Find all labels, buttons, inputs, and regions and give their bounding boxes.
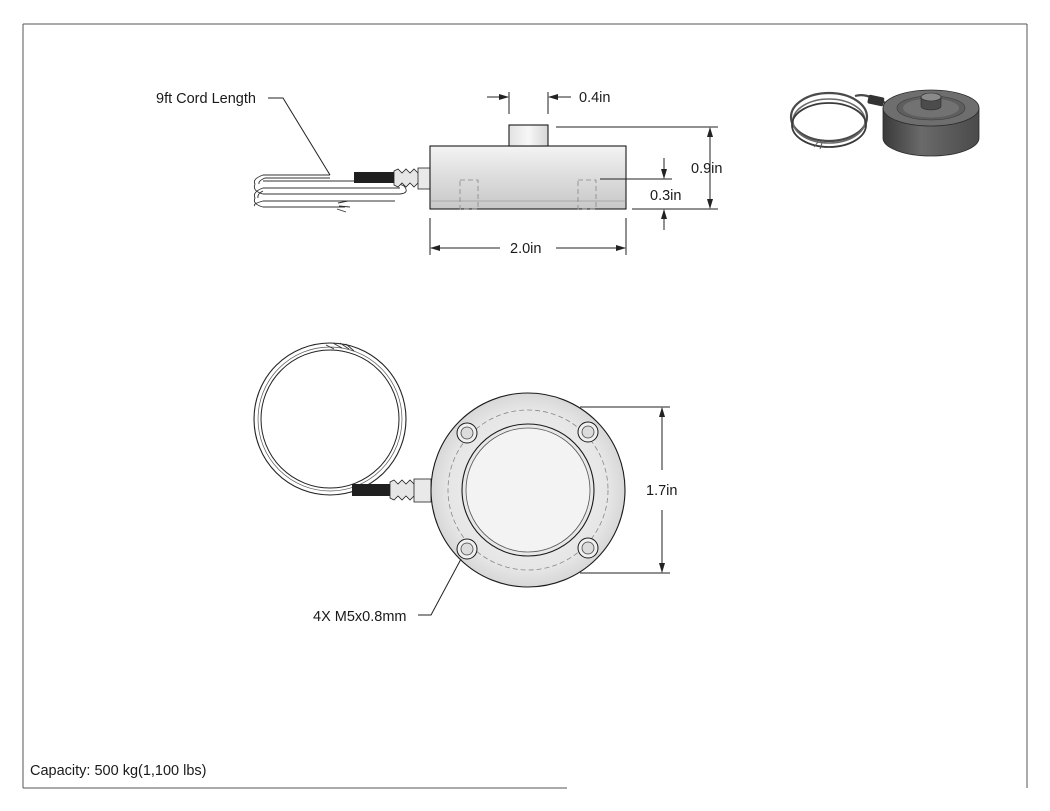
side-diameter-label: 2.0in xyxy=(510,241,541,257)
cable-connector-top xyxy=(352,478,432,503)
load-pin xyxy=(508,124,549,147)
cable-loop-top xyxy=(253,342,407,496)
cable-connector-side xyxy=(354,167,431,190)
pin-width-label: 0.4in xyxy=(579,90,610,106)
top-view xyxy=(253,342,670,616)
bolt-holes xyxy=(456,421,599,560)
sheet-border xyxy=(22,23,1028,789)
base-height-label: 0.3in xyxy=(650,188,681,204)
load-cell-isometric-icon xyxy=(789,89,980,157)
top-diameter-label: 1.7in xyxy=(646,483,677,499)
total-height-label: 0.9in xyxy=(691,161,722,177)
side-view xyxy=(253,92,718,255)
cord-length-label: 9ft Cord Length xyxy=(156,91,256,107)
capacity-note: Capacity: 500 kg(1,100 lbs) xyxy=(30,763,207,779)
cable-coil-side xyxy=(253,174,407,213)
thread-callout-label: 4X M5x0.8mm xyxy=(313,609,406,625)
load-cell-body-side xyxy=(429,145,627,210)
